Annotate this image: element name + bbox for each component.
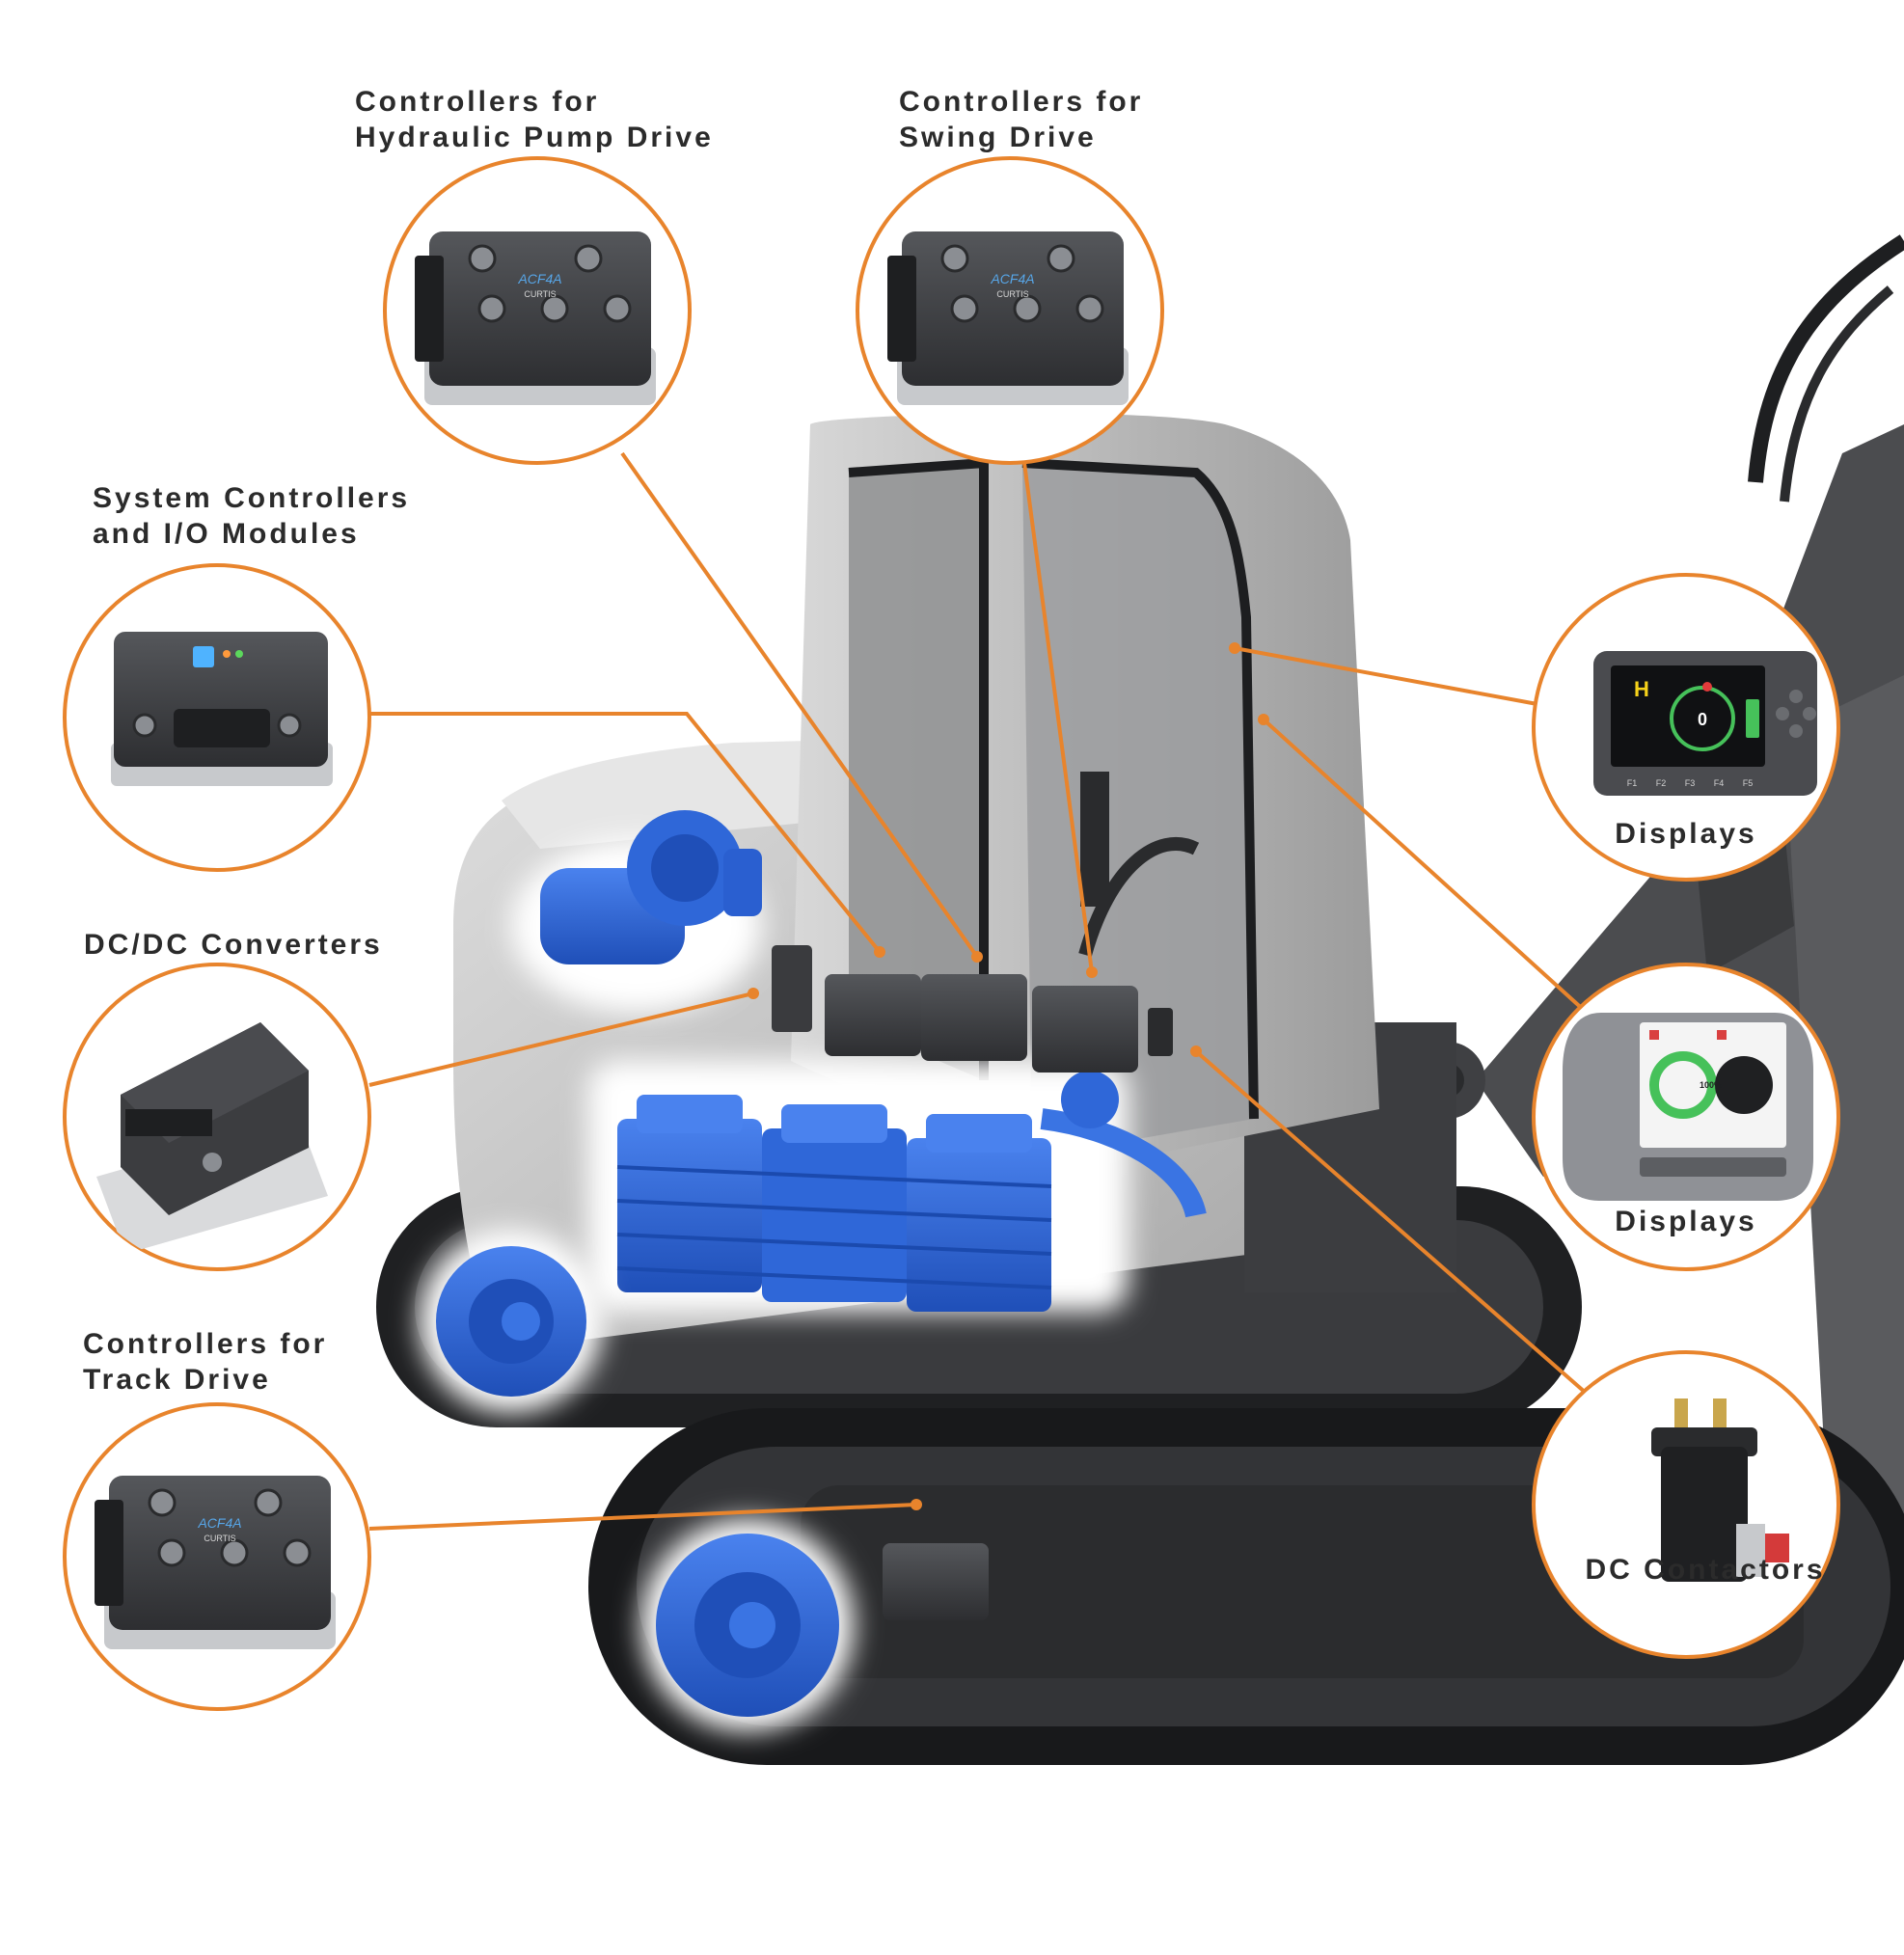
leader-dcdc [368,991,754,1087]
label-line-1: Controllers for [899,86,1144,118]
display-key-f1: F1 [1627,778,1638,788]
label-hydraulic-pump-controllers: Controllers for Hydraulic Pump Drive [355,84,714,155]
leader-hydraulic-pump [620,451,979,959]
leader-system-controllers [369,712,882,954]
display-key-f2: F2 [1656,778,1667,788]
callout-circle-dcdc [63,963,371,1271]
motor-controller-image: ACF4A CURTIS [95,1476,336,1649]
callout-circle-contactors [1532,1350,1840,1659]
leader-contactors [1194,1049,1589,1396]
front-track-motor [656,1534,839,1717]
label-line-2: Swing Drive [899,122,1097,153]
display-key-f5: F5 [1743,778,1754,788]
callout-circle-system-controllers [63,563,371,872]
label-swing-drive-controllers: Controllers for Swing Drive [899,84,1143,155]
controller-logo-text: ACF4A [990,271,1034,286]
onboard-controllers [772,945,1173,1620]
electric-drivetrain-components [420,810,1207,1731]
display2-gauge-value: 100% [1700,1080,1722,1090]
label-system-controllers: System Controllers and I/O Modules [93,480,410,552]
leader-track-drive [368,1503,917,1531]
label-line-1: Displays [1615,818,1757,850]
controller-brand-text: CURTIS [524,289,556,299]
controller-logo-text: ACF4A [197,1515,241,1531]
label-line-1: DC Contactors [1585,1554,1826,1586]
callout-circle-display-1: H 0 F1 F2 F3 F4 F5 [1532,573,1840,882]
leader-swing-drive [1022,462,1094,973]
label-line-1: DC/DC Converters [84,929,383,961]
leader-display-1 [1234,646,1554,709]
label-line-2: Hydraulic Pump Drive [355,122,714,153]
display-key-f3: F3 [1685,778,1696,788]
callout-circle-hydraulic-pump: ACF4A CURTIS [383,156,692,465]
display-speed-value: 0 [1698,710,1707,729]
display-key-f4: F4 [1714,778,1725,788]
label-line-1: Displays [1615,1206,1757,1237]
label-dcdc-converters: DC/DC Converters [84,927,383,963]
motor-controller-image: ACF4A CURTIS [415,231,656,405]
label-line-1: Controllers for [355,86,600,118]
label-displays-2: Displays [1590,1204,1782,1239]
motor-controller-image: ACF4A CURTIS [887,231,1129,405]
battery-pack [616,1071,1207,1312]
hydraulic-pump-motor [540,810,762,964]
system-controller-image [111,632,333,786]
label-line-2: Track Drive [83,1364,271,1396]
controller-logo-text: ACF4A [517,271,561,286]
controller-brand-text: CURTIS [204,1534,235,1543]
label-displays-1: Displays [1590,816,1782,852]
label-line-1: System Controllers [93,482,411,514]
leader-lines [368,451,1589,1531]
callout-circle-display-2: 100% [1532,963,1840,1271]
controller-brand-text: CURTIS [996,289,1028,299]
display-unit-image: H 0 F1 F2 F3 F4 F5 [1593,651,1817,796]
label-line-2: and I/O Modules [93,518,360,550]
label-line-1: Controllers for [83,1328,328,1360]
callout-circle-swing-drive: ACF4A CURTIS [856,156,1164,465]
contactor-image [1651,1398,1789,1582]
rear-track-motor [436,1246,586,1397]
label-dc-contactors: DC Contactors [1580,1552,1831,1588]
label-track-drive-controllers: Controllers for Track Drive [83,1326,327,1398]
dcdc-converter-image [96,1022,328,1254]
display-mode-letter: H [1634,677,1649,701]
leader-display-2 [1262,718,1589,1015]
display-unit-image: 100% [1563,1013,1813,1201]
callout-circle-track-drive: ACF4A CURTIS [63,1402,371,1711]
